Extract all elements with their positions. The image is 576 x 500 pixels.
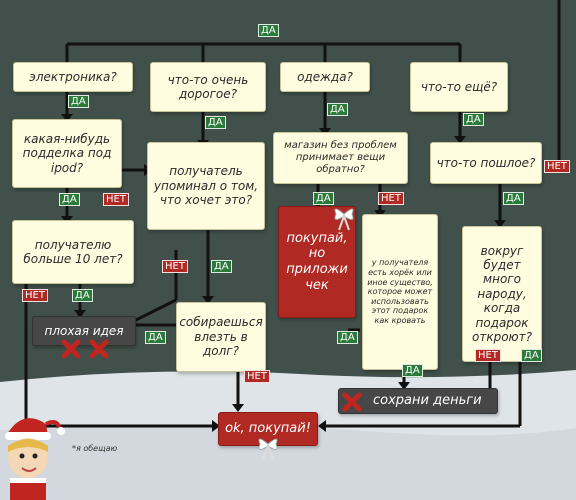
cross-icon (342, 392, 362, 412)
box-fake-ipod: какая-нибудь подделка под ipod? (12, 119, 122, 188)
box-debt: собираешься влезть в долг? (176, 302, 266, 372)
box-mentioned: получатель упоминал о том, что хочет это… (147, 142, 265, 230)
no-tag: НЕТ (162, 260, 188, 273)
yes-tag: ДА (211, 260, 232, 273)
no-tag: НЕТ (244, 370, 270, 383)
box-clothes: одежда? (280, 62, 370, 92)
no-tag: НЕТ (475, 349, 501, 362)
box-expensive: что-то очень дорогое? (150, 62, 266, 112)
yes-tag: ДА (402, 364, 423, 377)
box-crowd: вокруг будет много народу, когда подарок… (462, 226, 542, 362)
yes-tag: ДА (521, 349, 542, 362)
cross-icon (61, 339, 81, 359)
elf-icon (5, 418, 65, 500)
box-buy-receipt: покупай, но приложи чек (278, 206, 356, 318)
yes-tag: ДА (327, 103, 348, 116)
no-tag: НЕТ (103, 193, 129, 206)
box-older-10: получателю больше 10 лет? (12, 220, 134, 284)
yes-tag: ДА (59, 193, 80, 206)
yes-tag: ДА (68, 95, 89, 108)
box-electronics: электроника? (13, 62, 133, 92)
no-tag: НЕТ (378, 192, 404, 205)
yes-tag: ДА (337, 331, 358, 344)
yes-tag: ДА (72, 289, 93, 302)
promise-note: *я обещаю (72, 444, 118, 453)
yes-tag: ДА (463, 113, 484, 126)
yes-tag: ДА (503, 192, 524, 205)
snow-shade (0, 424, 576, 500)
box-pet: у получателя есть хорёк или иное существ… (362, 214, 438, 370)
box-bad-idea: плохая идея (32, 316, 136, 346)
box-save-money: сохрани деньги (338, 388, 498, 414)
gift-bow-icon (258, 438, 278, 461)
box-store-returns: магазин без проблем принимает вещи обрат… (273, 132, 408, 184)
yes-tag: ДА (145, 331, 166, 344)
box-vulgar: что-то пошлое? (430, 142, 542, 184)
yes-tag: ДА (205, 116, 226, 129)
no-tag: НЕТ (22, 289, 48, 302)
box-ok-buy: ok, покупай! (218, 412, 318, 446)
no-tag: НЕТ (544, 160, 570, 173)
yes-tag: ДА (258, 24, 279, 37)
box-something-else: что-то ещё? (410, 62, 508, 112)
gift-bow-icon (334, 208, 354, 231)
cross-icon (89, 339, 109, 359)
yes-tag: ДА (313, 192, 334, 205)
